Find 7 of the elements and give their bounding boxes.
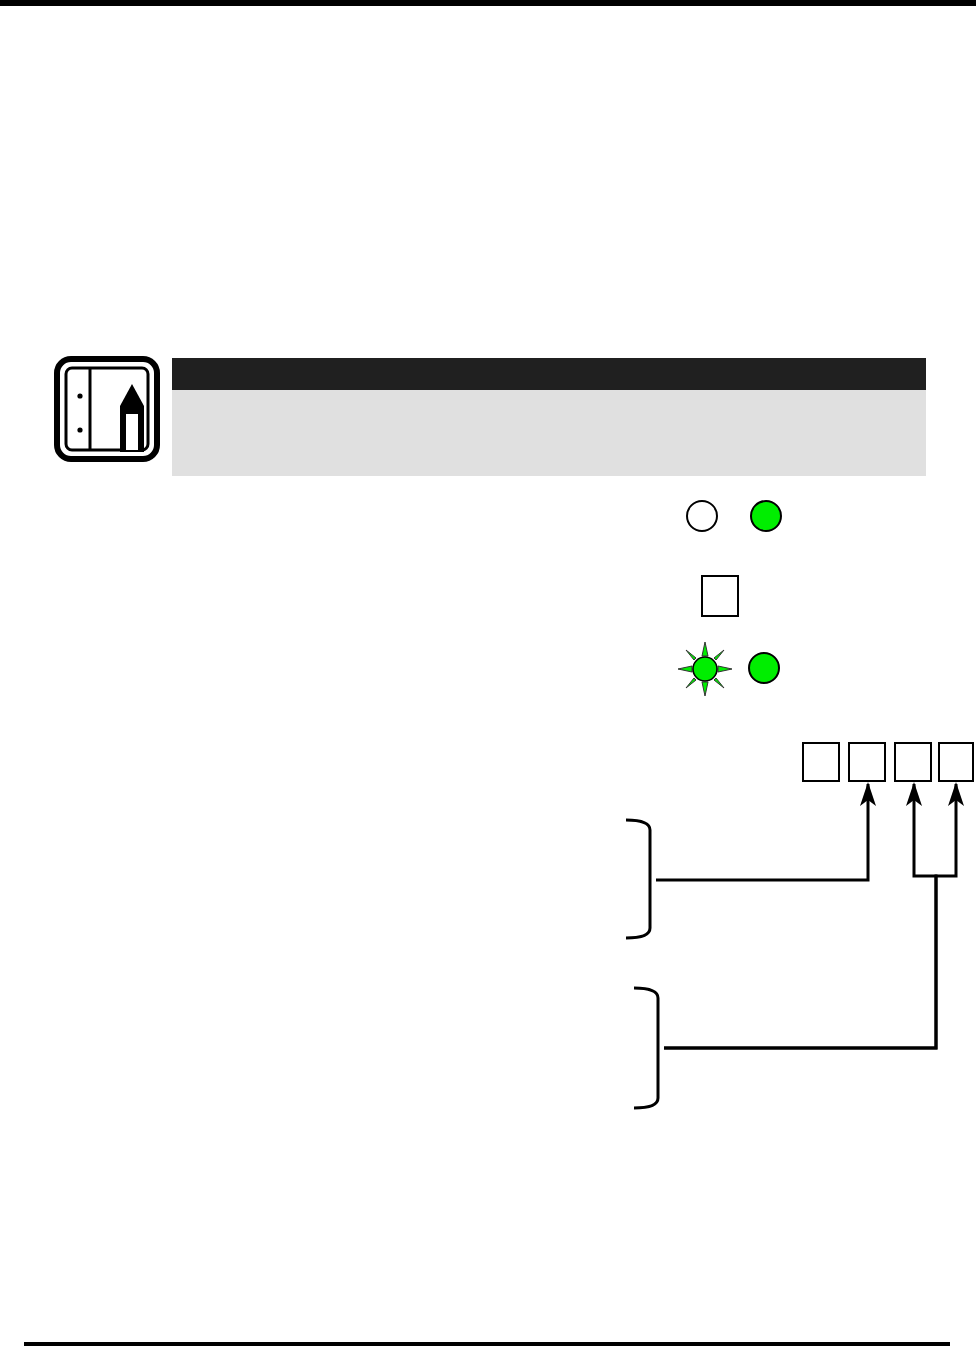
- digit-box: [938, 742, 974, 782]
- curly-bracket: [624, 818, 656, 940]
- digit-box: [894, 742, 932, 782]
- arrow: [656, 782, 876, 882]
- digit-box: [848, 742, 886, 782]
- curly-bracket: [632, 986, 664, 1110]
- digit-box: [802, 742, 840, 782]
